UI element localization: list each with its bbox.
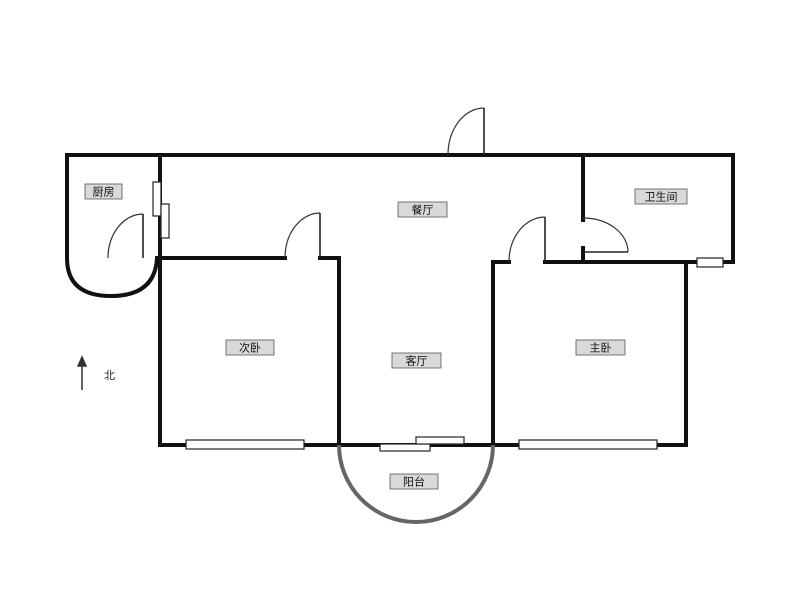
- living-window-2: [415, 436, 465, 445]
- svg-text:餐厅: 餐厅: [412, 203, 434, 217]
- kitchen-bay-wall: [64, 255, 160, 299]
- master-bedroom-door-swing: [508, 216, 546, 263]
- north-compass: 北: [76, 355, 115, 390]
- svg-text:厨房: 厨房: [93, 186, 115, 199]
- master-bedroom-top-wall: [491, 260, 511, 447]
- entrance-door-swing: [447, 107, 485, 156]
- living-window-1: [379, 443, 431, 452]
- bathroom-label: 卫生间: [634, 188, 688, 205]
- second-bedroom-label: 次卧: [225, 339, 275, 356]
- living-label: 客厅: [391, 352, 442, 369]
- bathroom-right-wall: [581, 153, 735, 264]
- north-arrowhead-icon: [76, 355, 88, 367]
- svg-text:主卧: 主卧: [590, 342, 612, 355]
- north-label: 北: [104, 369, 115, 382]
- svg-text:客厅: 客厅: [406, 354, 428, 368]
- kitchen-window: [152, 181, 162, 217]
- svg-text:卫生间: 卫生间: [645, 190, 678, 204]
- bathroom-door-swing: [582, 217, 629, 253]
- svg-text:阳台: 阳台: [403, 475, 425, 489]
- balcony-label: 阳台: [389, 473, 439, 490]
- kitchen-door-swing: [107, 213, 144, 259]
- kitchen-label: 厨房: [84, 183, 123, 200]
- walls: [65, 153, 735, 447]
- dining-label: 餐厅: [397, 201, 448, 218]
- svg-text:次卧: 次卧: [239, 341, 261, 355]
- kitchen-window-2: [160, 203, 170, 239]
- master-bedroom-label: 主卧: [575, 339, 626, 356]
- room-labels: 厨房 餐厅 卫生间 次卧 客厅 主卧 阳台: [84, 183, 688, 490]
- doors: [107, 107, 629, 263]
- master-bedroom-window: [518, 439, 658, 450]
- bathroom-window: [696, 257, 724, 268]
- second-bedroom-top-wall-2: [318, 256, 341, 447]
- second-bedroom-window: [185, 439, 305, 450]
- windows: [152, 181, 724, 452]
- second-bedroom-door-swing: [284, 212, 321, 259]
- balcony-arc: [337, 444, 495, 524]
